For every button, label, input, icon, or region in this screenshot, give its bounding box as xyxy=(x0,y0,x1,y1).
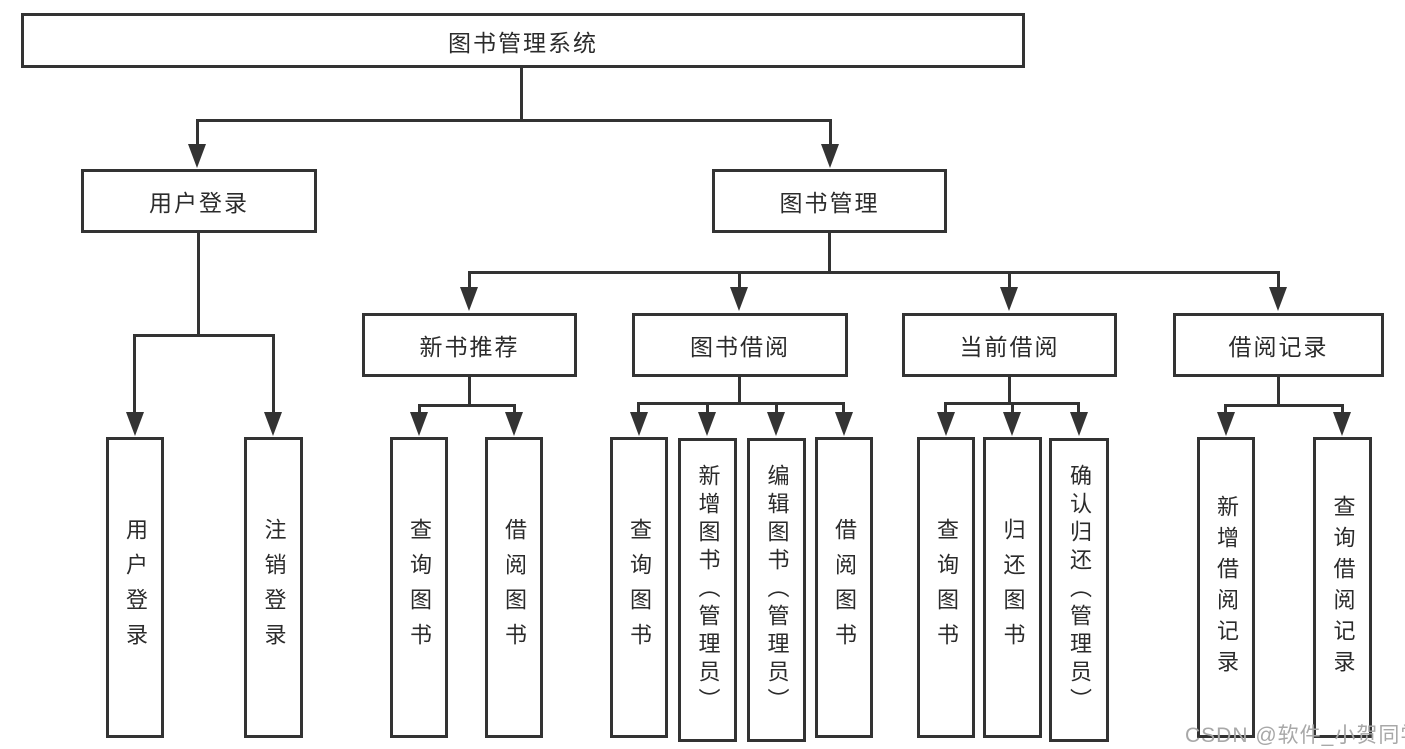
leaf-label: 确认归还（管理员） xyxy=(1067,464,1092,716)
connector-level2-branch xyxy=(196,119,832,122)
connector-book-mgmt-down xyxy=(828,233,831,274)
leaf-user-login: 用户登录 xyxy=(106,437,164,738)
leaf-query-books-current: 查询图书 xyxy=(917,437,975,738)
connector-leaf-stem xyxy=(637,402,640,416)
arrow-down-icon xyxy=(835,412,853,436)
connector-current-borrow-down xyxy=(1008,377,1011,405)
connector-level3-branch xyxy=(468,271,1280,274)
arrow-down-icon xyxy=(264,412,282,436)
arrow-down-icon xyxy=(1217,412,1235,436)
connector-new-books-down xyxy=(468,377,471,407)
node-current-borrow: 当前借阅 xyxy=(902,313,1117,377)
leaf-label: 查询借阅记录 xyxy=(1330,494,1356,681)
arrow-down-icon xyxy=(767,412,785,436)
leaf-label: 查询图书 xyxy=(627,517,652,658)
leaf-add-books-admin: 新增图书（管理员） xyxy=(678,438,737,742)
connector-user-login-down xyxy=(197,233,200,337)
leaf-label: 编辑图书（管理员） xyxy=(764,464,790,716)
connector-level3-stem xyxy=(738,271,741,291)
arrow-down-icon xyxy=(188,144,206,168)
connector-leaf-stem xyxy=(842,402,845,416)
node-user-login: 用户登录 xyxy=(81,169,317,233)
leaf-label: 借阅图书 xyxy=(502,517,527,658)
arrow-down-icon xyxy=(1269,287,1287,311)
connector-leaf-stem xyxy=(418,404,421,416)
leaf-label: 归还图书 xyxy=(1000,517,1026,658)
connector-leaf-stem xyxy=(1341,404,1344,416)
arrow-down-icon xyxy=(505,412,523,436)
connector-leaf-stem xyxy=(775,402,778,416)
connector-leaf-stem xyxy=(1011,402,1014,416)
connector-level3-stem xyxy=(468,271,471,291)
connector-leaf-stem xyxy=(513,404,516,416)
connector-leaf-stem xyxy=(944,402,947,416)
leaf-borrow-books-recommend: 借阅图书 xyxy=(485,437,543,738)
connector-leaf-stem xyxy=(272,334,275,415)
node-book-management: 图书管理 xyxy=(712,169,947,233)
connector-level3-stem xyxy=(1277,271,1280,291)
arrow-down-icon xyxy=(937,412,955,436)
connector-borrow-records-branch xyxy=(1224,404,1344,407)
leaf-label: 查询图书 xyxy=(934,517,959,658)
arrow-down-icon xyxy=(1333,412,1351,436)
connector-level3-stem xyxy=(1008,271,1011,291)
connector-leaf-stem xyxy=(706,402,709,416)
arrow-down-icon xyxy=(1070,412,1088,436)
leaf-label: 新增借阅记录 xyxy=(1214,494,1239,681)
leaf-label: 查询图书 xyxy=(407,517,432,658)
connector-leaf-stem xyxy=(1224,404,1227,416)
leaf-label: 借阅图书 xyxy=(832,517,857,658)
arrow-down-icon xyxy=(698,412,716,436)
arrow-down-icon xyxy=(1000,287,1018,311)
arrow-down-icon xyxy=(630,412,648,436)
node-library-system: 图书管理系统 xyxy=(21,13,1025,68)
leaf-query-borrow-record: 查询借阅记录 xyxy=(1313,437,1372,738)
arrow-down-icon xyxy=(126,412,144,436)
leaf-add-borrow-record: 新增借阅记录 xyxy=(1197,437,1255,738)
leaf-return-books: 归还图书 xyxy=(983,437,1042,738)
node-borrow-records: 借阅记录 xyxy=(1173,313,1384,377)
arrow-down-icon xyxy=(460,287,478,311)
connector-book-borrow-branch xyxy=(637,402,845,405)
connector-root-stem xyxy=(520,68,523,122)
connector-new-books-branch xyxy=(418,404,516,407)
leaf-logout: 注销登录 xyxy=(244,437,303,738)
connector-leaf-stem xyxy=(133,334,136,415)
arrow-down-icon xyxy=(410,412,428,436)
connector-borrow-records-down xyxy=(1277,377,1280,407)
csdn-watermark: CSDN @软件_小贺同学 xyxy=(1185,724,1405,747)
node-new-book-recommend: 新书推荐 xyxy=(362,313,577,377)
leaf-edit-books-admin: 编辑图书（管理员） xyxy=(747,438,806,742)
node-book-borrow: 图书借阅 xyxy=(632,313,848,377)
arrow-down-icon xyxy=(1003,412,1021,436)
leaf-label: 用户登录 xyxy=(123,517,148,658)
leaf-borrow-books: 借阅图书 xyxy=(815,437,873,738)
leaf-label: 新增图书（管理员） xyxy=(695,464,721,716)
arrow-down-icon xyxy=(821,144,839,168)
connector-user-login-branch xyxy=(133,334,275,337)
leaf-query-books-borrow: 查询图书 xyxy=(610,437,668,738)
connector-book-borrow-down xyxy=(738,377,741,405)
leaf-query-books-recommend: 查询图书 xyxy=(390,437,448,738)
connector-user-login-stem xyxy=(196,119,199,147)
connector-leaf-stem xyxy=(1077,402,1080,416)
leaf-label: 注销登录 xyxy=(261,517,287,658)
connector-book-mgmt-stem xyxy=(829,119,832,147)
arrow-down-icon xyxy=(730,287,748,311)
leaf-confirm-return-admin: 确认归还（管理员） xyxy=(1049,438,1109,742)
